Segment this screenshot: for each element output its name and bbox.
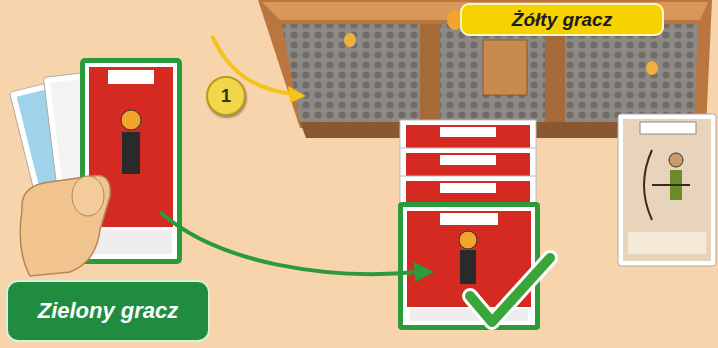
node-text: Zielony gracz bbox=[38, 298, 179, 324]
arrow-head bbox=[414, 262, 434, 282]
node-text: Żółty gracz bbox=[512, 9, 612, 31]
arrow-head bbox=[288, 86, 306, 103]
check-mark bbox=[470, 258, 550, 322]
archer-card bbox=[618, 114, 716, 266]
player-label: Żółty gracz bbox=[460, 3, 664, 36]
coin-token: 1 bbox=[206, 76, 246, 116]
node-text: 1 bbox=[221, 86, 231, 107]
player-label: Zielony gracz bbox=[6, 280, 210, 342]
hand bbox=[20, 175, 110, 276]
green-arrow bbox=[160, 212, 418, 274]
